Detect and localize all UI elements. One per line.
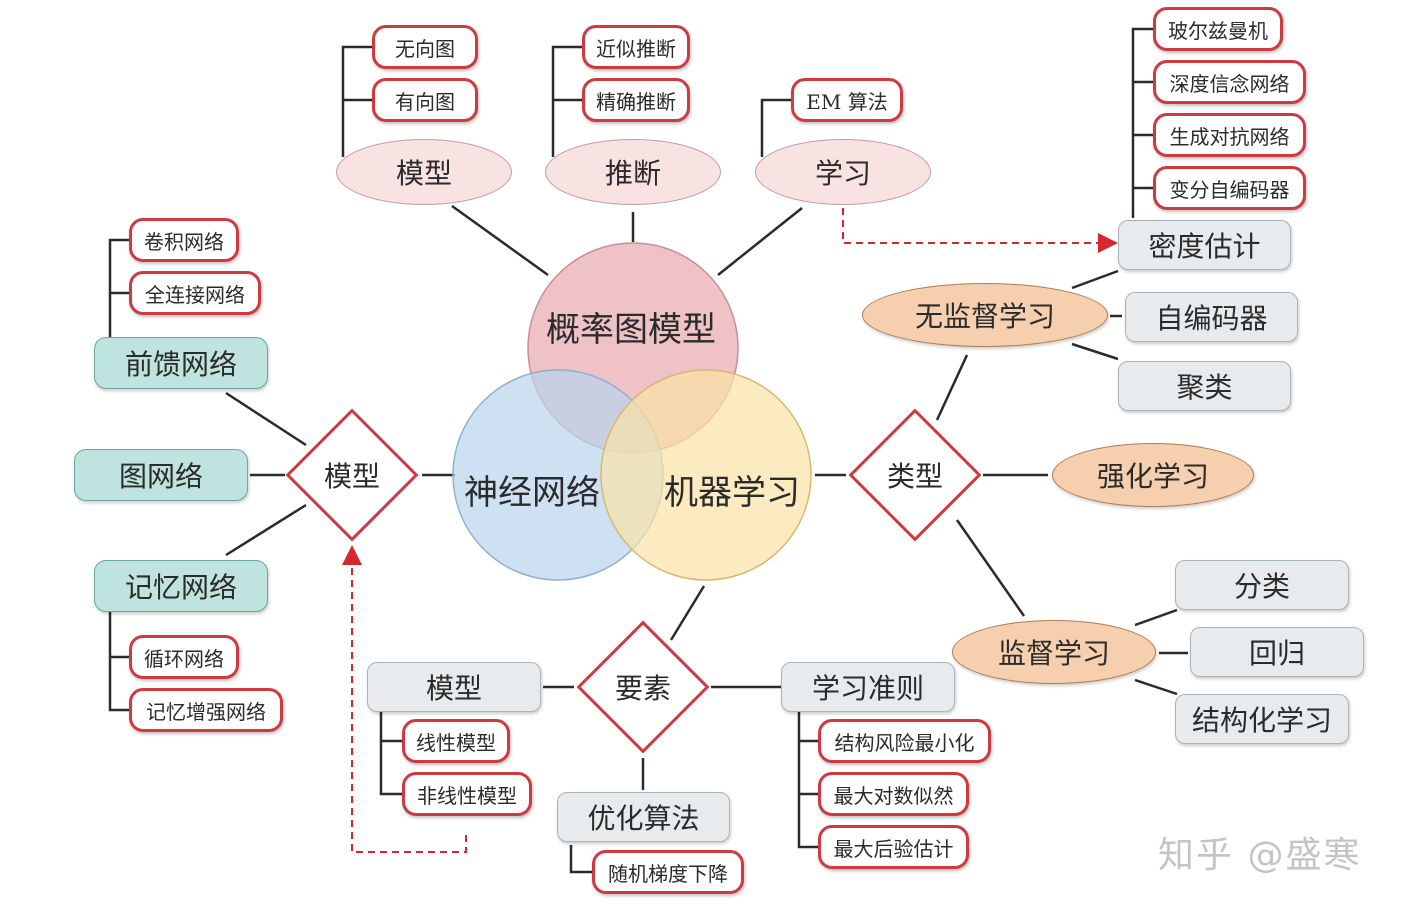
- directed-graph-leaf: 有向图: [372, 78, 478, 122]
- conv-network-leaf: 卷积网络: [129, 218, 239, 262]
- deep-belief-network-leaf: 深度信念网络: [1153, 60, 1306, 104]
- pgm-label: 概率图模型: [546, 310, 716, 350]
- pgm-learning-node: 学习: [755, 139, 931, 205]
- feedforward-network-node: 前馈网络: [94, 337, 268, 389]
- connector-lines: [108, 27, 1188, 874]
- optimization-algorithm-node: 优化算法: [557, 792, 730, 842]
- pgm-model-node: 模型: [336, 139, 512, 205]
- fc-network-leaf: 全连接网络: [129, 271, 261, 315]
- sgd-leaf: 随机梯度下降: [592, 850, 744, 894]
- nn-model-label: 模型: [323, 460, 380, 493]
- dashed-arrows: [342, 208, 1118, 853]
- recurrent-network-leaf: 循环网络: [129, 635, 239, 679]
- structured-learning-node: 结构化学习: [1175, 694, 1349, 744]
- boltzmann-machine-leaf: 玻尔兹曼机: [1153, 7, 1283, 51]
- nn-label: 神经网络: [464, 473, 600, 513]
- exact-inference-leaf: 精确推断: [582, 78, 690, 122]
- graph-network-node: 图网络: [74, 449, 248, 501]
- vae-leaf: 变分自编码器: [1153, 166, 1306, 210]
- pgm-inference-node: 推断: [545, 139, 721, 205]
- learning-criterion-node: 学习准则: [781, 662, 955, 712]
- dashed-arrow-learning-to-density: [842, 208, 1118, 253]
- ml-elements-label: 要素: [614, 672, 671, 705]
- srm-leaf: 结构风险最小化: [818, 719, 991, 763]
- watermark: 知乎 @盛寒: [1158, 835, 1362, 876]
- ml-label: 机器学习: [664, 473, 800, 513]
- approx-inference-leaf: 近似推断: [582, 25, 690, 69]
- mle-leaf: 最大对数似然: [818, 772, 969, 816]
- dashed-arrow-elements-model-to-nn-model: [342, 545, 467, 853]
- memory-network-node: 记忆网络: [94, 560, 268, 612]
- autoencoder-node: 自编码器: [1125, 292, 1298, 342]
- linear-model-leaf: 线性模型: [402, 719, 510, 763]
- elements-model-node: 模型: [367, 662, 541, 712]
- supervised-node: 监督学习: [952, 620, 1156, 684]
- venn-circles: [452, 242, 812, 581]
- regression-node: 回归: [1190, 627, 1364, 677]
- ml-circle: [600, 369, 812, 581]
- map-leaf: 最大后验估计: [818, 825, 969, 869]
- clustering-node: 聚类: [1118, 361, 1291, 411]
- undirected-graph-leaf: 无向图: [372, 25, 478, 69]
- classification-node: 分类: [1175, 560, 1349, 610]
- ml-type-label: 类型: [886, 460, 943, 493]
- density-estimation-node: 密度估计: [1118, 220, 1291, 270]
- em-algorithm-leaf: EM 算法: [791, 78, 903, 122]
- unsupervised-node: 无监督学习: [862, 283, 1108, 347]
- memory-augmented-leaf: 记忆增强网络: [129, 688, 283, 732]
- nonlinear-model-leaf: 非线性模型: [402, 772, 532, 816]
- reinforcement-node: 强化学习: [1052, 443, 1254, 507]
- gan-leaf: 生成对抗网络: [1153, 113, 1306, 157]
